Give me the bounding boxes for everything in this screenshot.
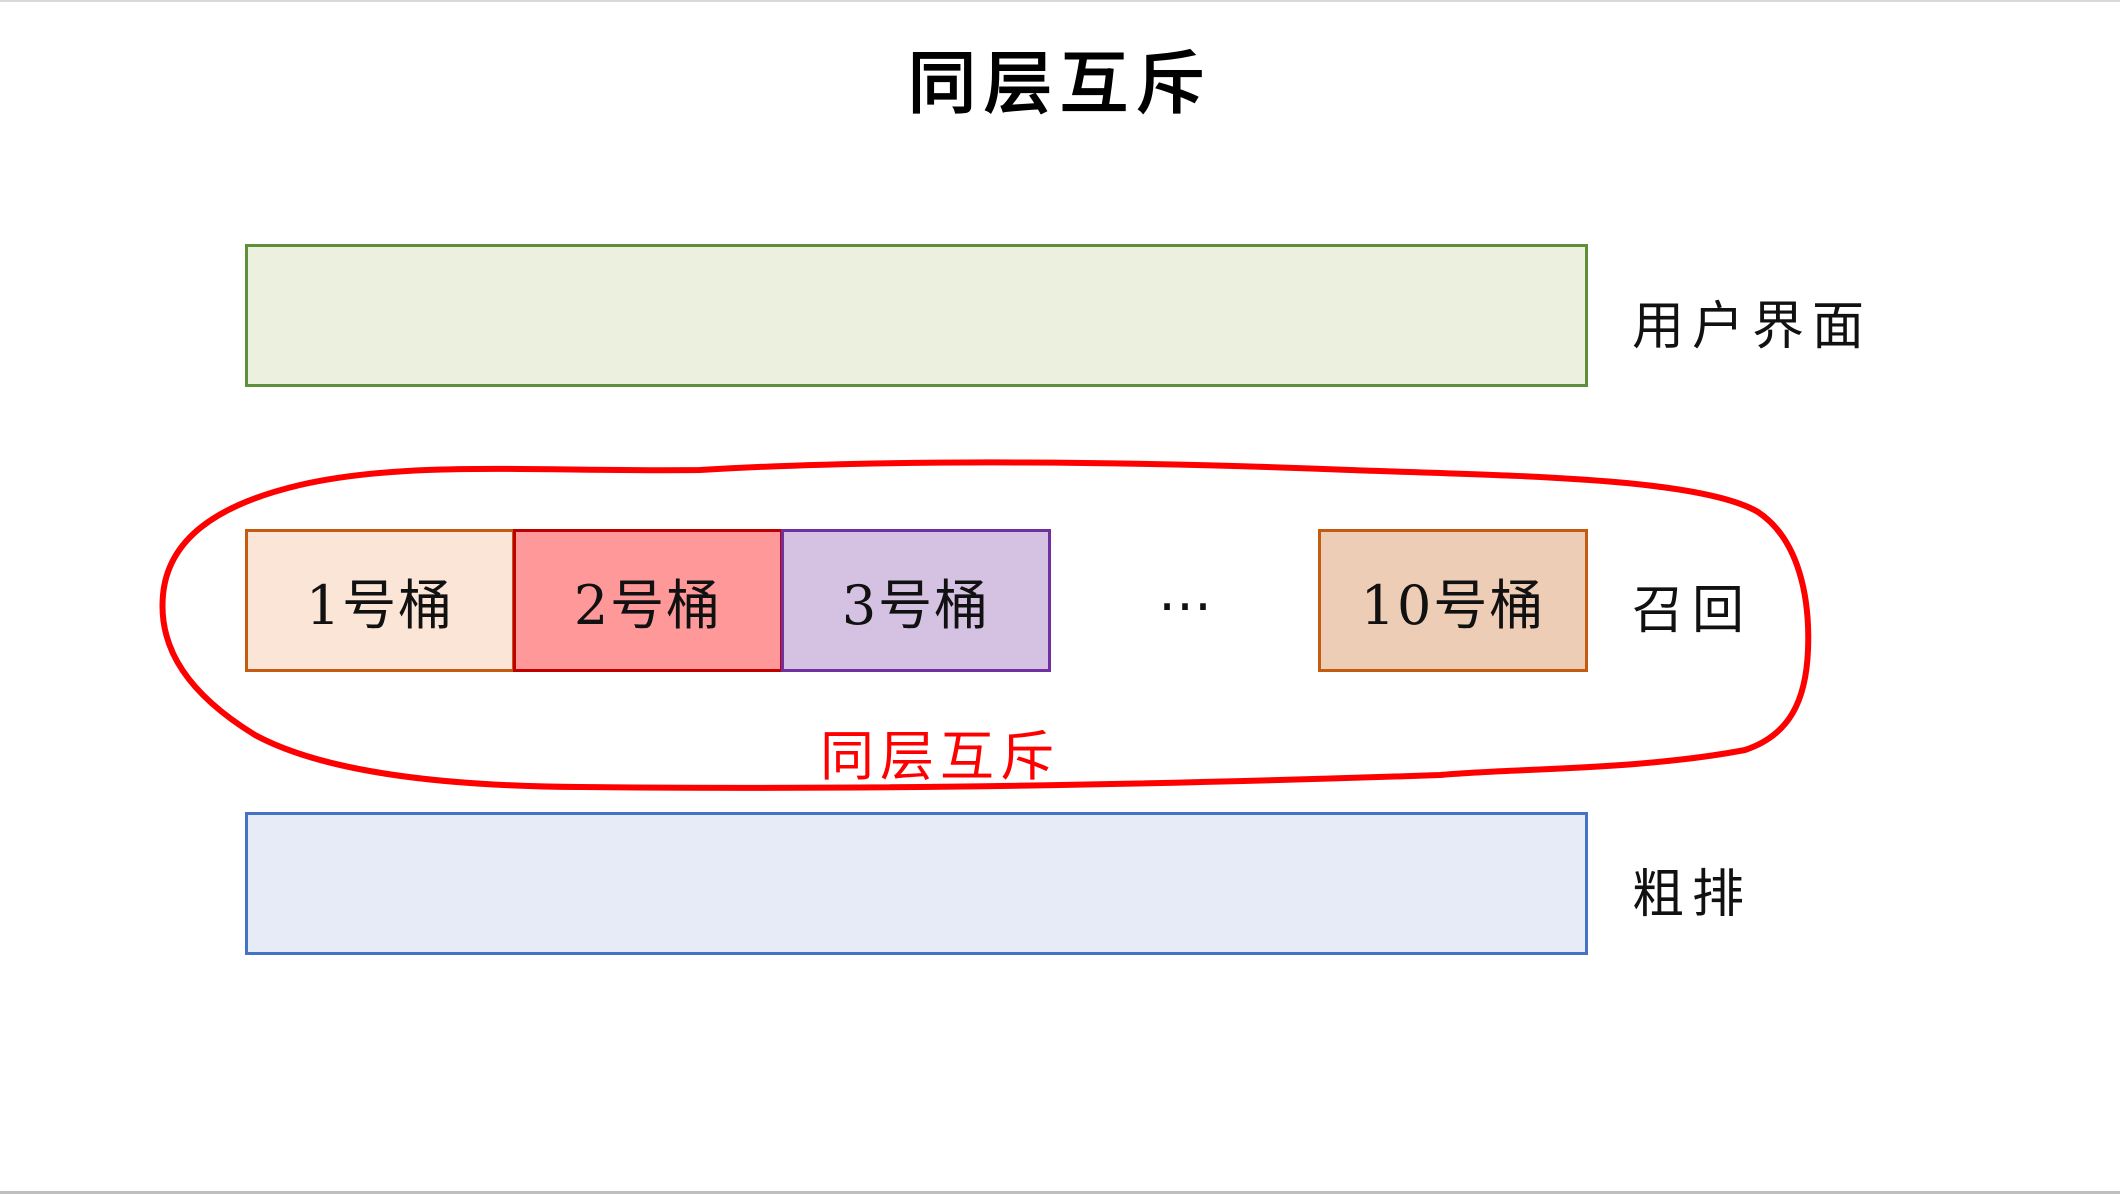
recall-layer-label: 召回	[1632, 581, 1753, 641]
bottom-border	[0, 1191, 2120, 1194]
bucket-3: 3号桶	[781, 529, 1051, 672]
bucket-10: 10号桶	[1318, 529, 1588, 672]
bucket-1-label: 1号桶	[305, 574, 455, 637]
bucket-2: 2号桶	[513, 529, 783, 672]
page-title: 同层互斥	[907, 45, 1212, 124]
rank-layer-label: 粗排	[1632, 865, 1753, 925]
bucket-2-label: 2号桶	[573, 574, 723, 637]
ui-layer-label: 用户界面	[1632, 297, 1873, 357]
bucket-10-label: 10号桶	[1360, 574, 1546, 637]
rank-layer-box	[245, 812, 1588, 955]
bucket-1: 1号桶	[245, 529, 515, 672]
bucket-ellipsis: …	[1158, 560, 1212, 623]
bucket-3-label: 3号桶	[841, 574, 991, 637]
ui-layer-box	[245, 244, 1588, 387]
highlight-label: 同层互斥	[820, 725, 1060, 788]
top-border	[0, 0, 2120, 2]
